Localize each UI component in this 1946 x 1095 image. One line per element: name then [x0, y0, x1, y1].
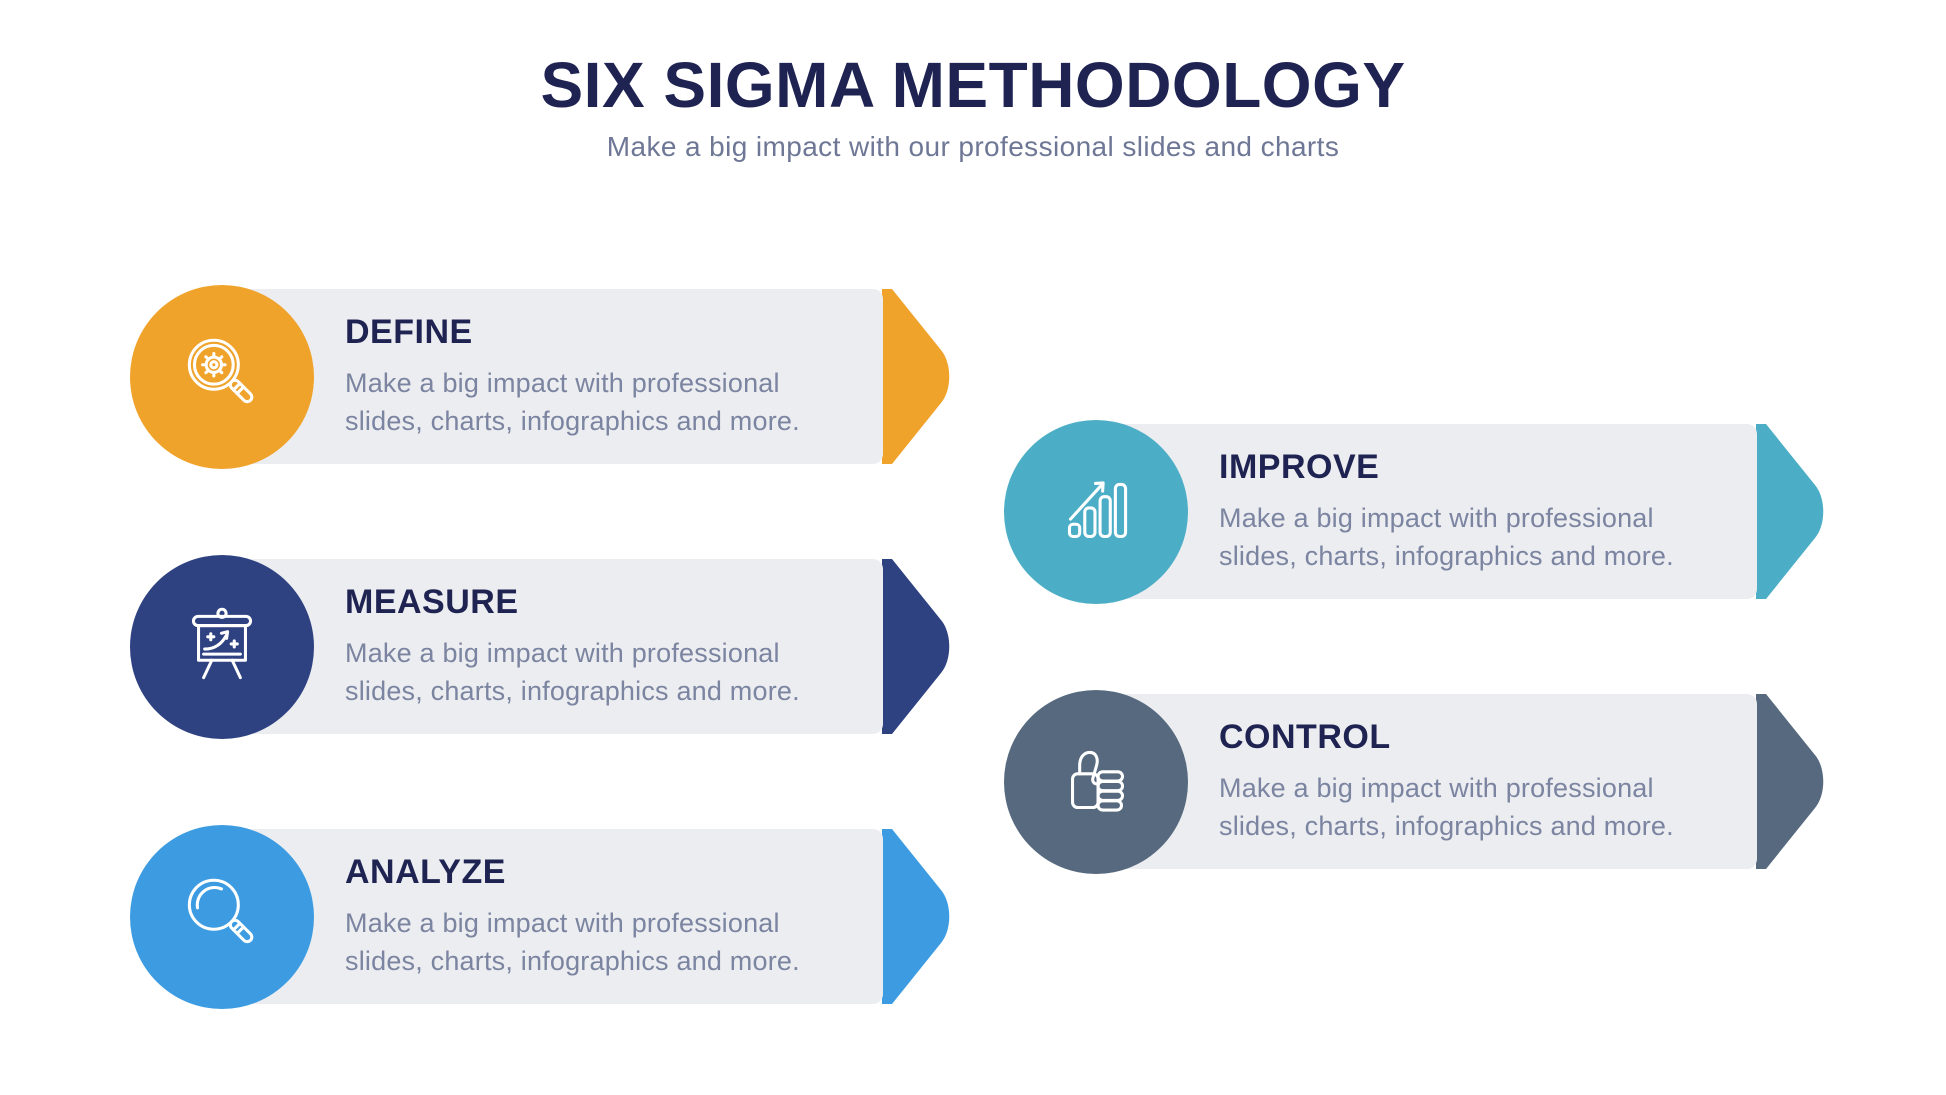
step-description: Make a big impact with professional slid…: [1219, 769, 1729, 845]
step-define: DEFINE Make a big impact with profession…: [130, 284, 956, 469]
step-icon-circle: [130, 284, 314, 469]
arrow-pointer: [882, 829, 950, 1004]
magnifier-icon: [187, 878, 254, 943]
step-description: Make a big impact with professional slid…: [345, 364, 855, 440]
step-description: Make a big impact with professional slid…: [1219, 499, 1729, 575]
step-description: Make a big impact with professional slid…: [345, 904, 855, 980]
bar-chart-growth-icon: [1067, 480, 1128, 538]
step-card: DEFINE Make a big impact with profession…: [222, 289, 883, 464]
magnifier-gear-icon: [187, 338, 254, 403]
step-description-line: Make a big impact with professional: [1219, 773, 1654, 804]
arrow-pointer: [882, 289, 950, 464]
step-icon-circle: [1004, 419, 1188, 604]
slide-header: SIX SIGMA METHODOLOGY Make a big impact …: [0, 0, 1946, 163]
slide-subtitle: Make a big impact with our professional …: [606, 131, 1340, 163]
arrow-pointer: [882, 559, 950, 734]
step-title: IMPROVE: [1219, 448, 1380, 486]
step-description-line: slides, charts, infographics and more.: [345, 946, 800, 977]
step-title: ANALYZE: [345, 853, 506, 891]
step-description: Make a big impact with professional slid…: [345, 634, 855, 710]
step-description-line: slides, charts, infographics and more.: [345, 406, 800, 437]
step-description-line: slides, charts, infographics and more.: [345, 676, 800, 707]
step-measure: MEASURE Make a big impact with professio…: [130, 554, 956, 739]
step-description-line: Make a big impact with professional: [345, 908, 780, 939]
step-title: CONTROL: [1219, 718, 1391, 756]
presentation-board-icon: [191, 607, 253, 679]
step-card: ANALYZE Make a big impact with professio…: [222, 829, 883, 1004]
slide-title: SIX SIGMA METHODOLOGY: [540, 49, 1406, 121]
step-analyze: ANALYZE Make a big impact with professio…: [130, 824, 956, 1009]
step-card: IMPROVE Make a big impact with professio…: [1096, 424, 1757, 599]
step-description-line: Make a big impact with professional: [345, 638, 780, 669]
step-card: CONTROL Make a big impact with professio…: [1096, 694, 1757, 869]
step-title: MEASURE: [345, 583, 519, 621]
step-title: DEFINE: [345, 313, 473, 351]
step-description-line: Make a big impact with professional: [1219, 503, 1654, 534]
step-improve: IMPROVE Make a big impact with professio…: [1004, 419, 1830, 604]
step-description-line: slides, charts, infographics and more.: [1219, 541, 1674, 572]
step-card: MEASURE Make a big impact with professio…: [222, 559, 883, 734]
arrow-pointer: [1756, 424, 1824, 599]
step-control: CONTROL Make a big impact with professio…: [1004, 689, 1830, 874]
arrow-pointer: [1756, 694, 1824, 869]
step-icon-circle: [130, 824, 314, 1009]
step-description-line: Make a big impact with professional: [345, 368, 780, 399]
step-description-line: slides, charts, infographics and more.: [1219, 811, 1674, 842]
thumbs-up-icon: [1071, 750, 1125, 812]
step-icon-circle: [1004, 689, 1188, 874]
step-icon-circle: [130, 554, 314, 739]
